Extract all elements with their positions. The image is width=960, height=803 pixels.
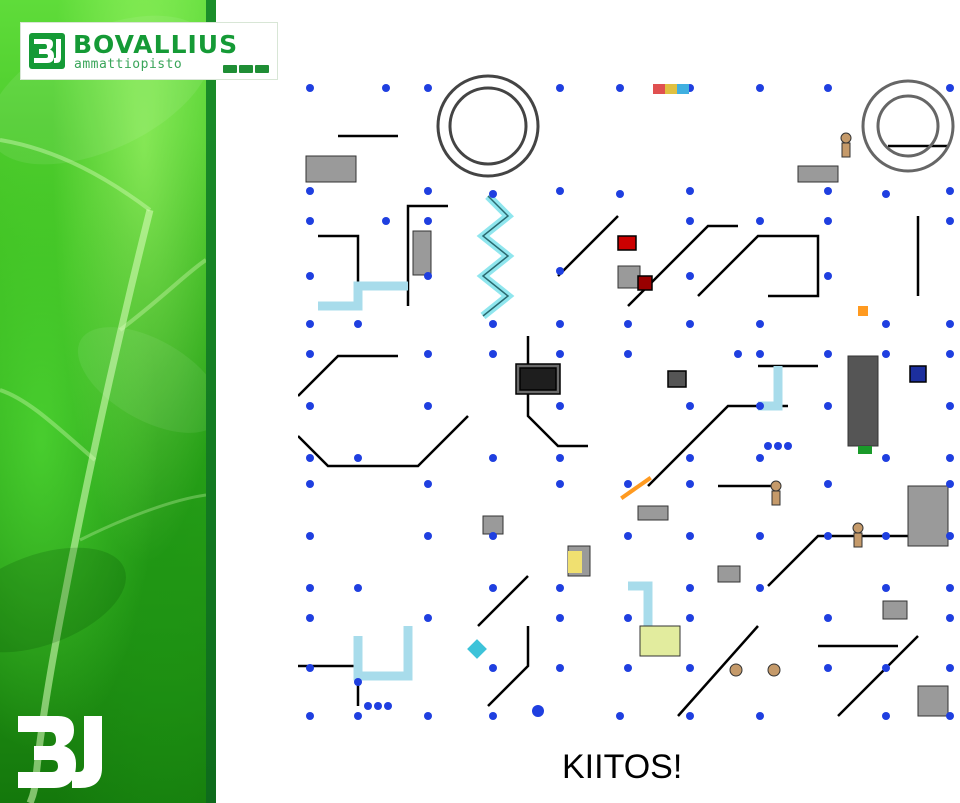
- brand-logo-icon: [29, 33, 65, 69]
- process-map-graphic: [298, 74, 955, 720]
- brand-dots: [223, 60, 271, 78]
- decorative-leaf-panel: [0, 0, 206, 803]
- brand-subtitle: ammattiopisto: [74, 57, 183, 72]
- leaf-veins-graphic: [0, 15, 206, 803]
- brand-name: BOVALLIUS: [73, 30, 239, 59]
- closing-message: KIITOS!: [562, 748, 683, 786]
- brand-logo: BOVALLIUS ammattiopisto: [20, 22, 278, 80]
- brand-watermark-logo: [18, 716, 102, 788]
- process-map-illustration: [298, 66, 958, 722]
- sidebar-divider-stripe: [206, 0, 216, 803]
